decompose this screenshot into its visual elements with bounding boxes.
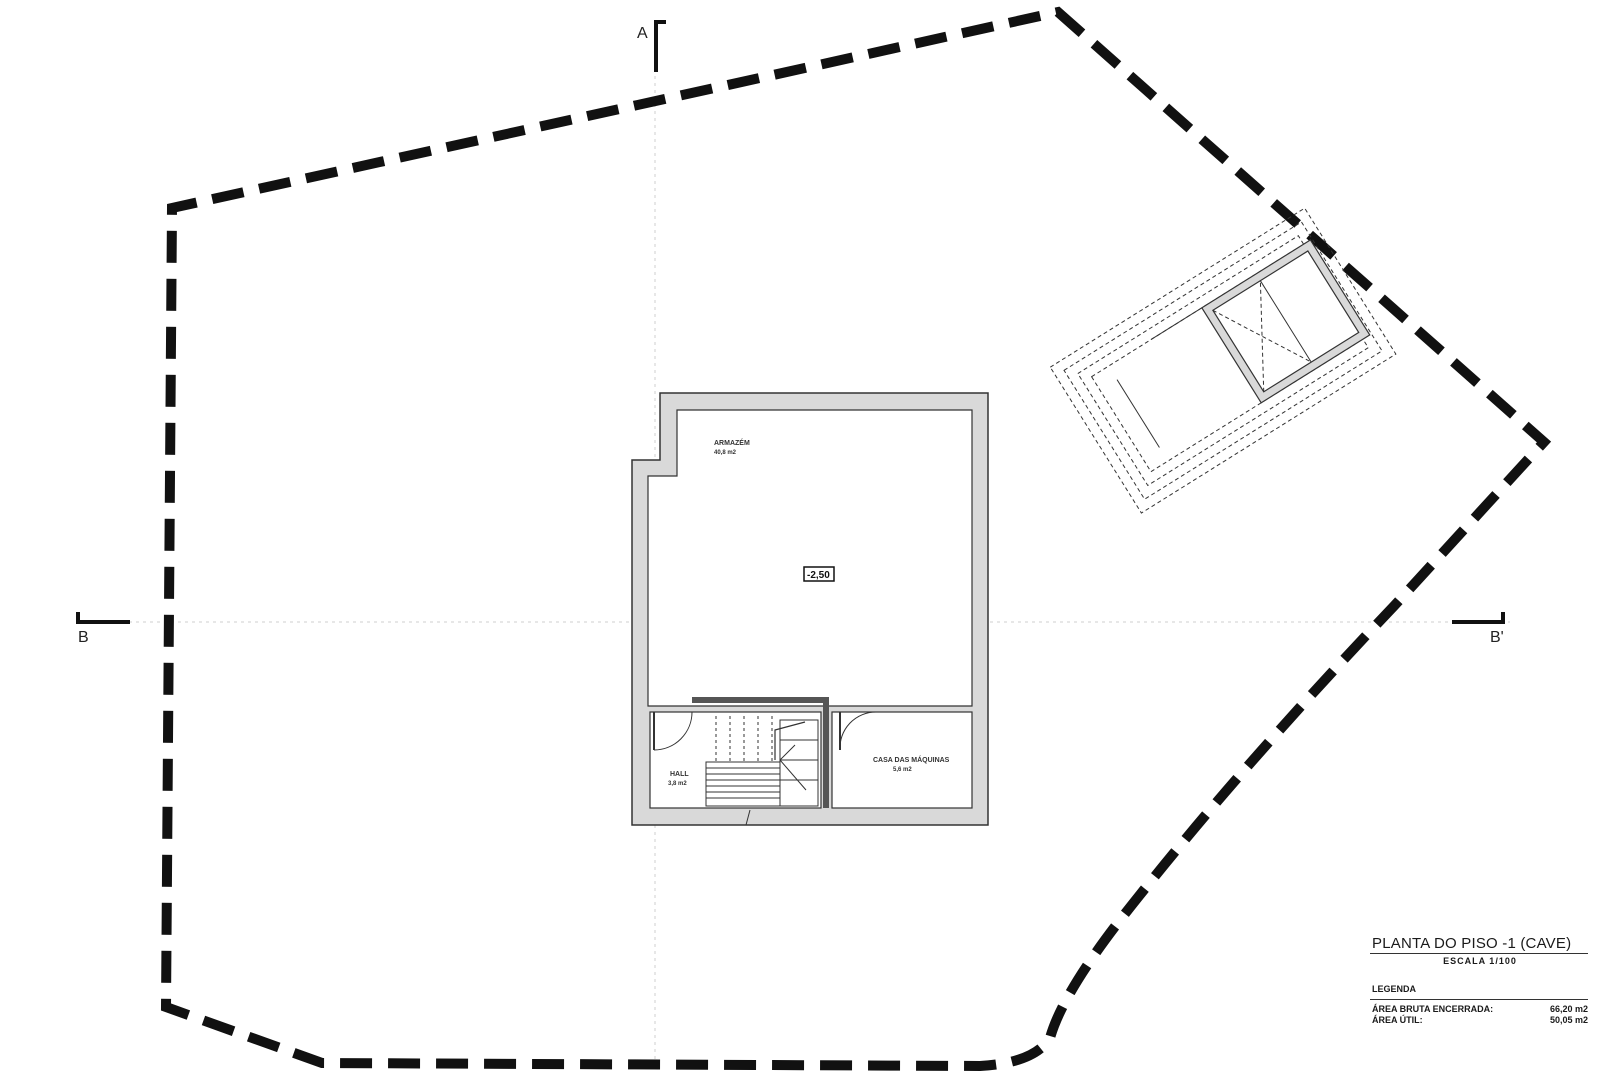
section-label-b-left: B [78,629,89,646]
legend-rule [1370,999,1588,1000]
machine-room-interior [831,711,973,809]
room-name-hall: HALL [670,771,689,778]
legend-row: ÁREA ÚTIL: 50,05 m2 [1370,1015,1590,1025]
legend-row: ÁREA BRUTA ENCERRADA: 66,20 m2 [1370,1004,1590,1014]
title-block: PLANTA DO PISO -1 (CAVE) ESCALA 1/100 LE… [1370,935,1590,1025]
title-rule [1370,953,1588,954]
room-name-casa-maquinas: CASA DAS MÁQUINAS [873,755,950,764]
legend-row-value: 66,20 m2 [1549,1004,1588,1014]
room-area-hall: 3,8 m2 [668,781,687,787]
pool-structure [1049,207,1397,514]
building-walls [631,392,989,826]
legend-row-label: ÁREA ÚTIL: [1372,1015,1423,1025]
section-label-a: A [637,25,648,42]
legend-row-value: 50,05 m2 [1549,1015,1588,1025]
section-mark-a: A [637,20,666,72]
level-marker: -2,50 [803,566,835,582]
legend-row-label: ÁREA BRUTA ENCERRADA: [1372,1004,1494,1014]
section-mark-b-right: B' [1452,612,1505,646]
stair-core-wall [692,697,829,808]
room-area-armazem: 40,8 m2 [714,450,737,456]
drawing-title: PLANTA DO PISO -1 (CAVE) [1372,935,1572,952]
room-labels: ARMAZÉM 40,8 m2 HALL 3,8 m2 CASA DAS MÁQ… [668,438,950,787]
plot-boundary [160,6,1552,1072]
section-mark-b-left: B [76,612,130,646]
doors [653,711,877,751]
armazem-interior [647,409,973,707]
level-marker-text: -2,50 [807,570,830,581]
room-name-armazem: ARMAZÉM [714,438,750,447]
staircase [705,716,819,826]
legend-heading: LEGENDA [1372,984,1417,994]
drawing-scale: ESCALA 1/100 [1443,956,1517,966]
room-area-casa-maquinas: 5,6 m2 [893,767,912,773]
section-label-b-right: B' [1490,629,1504,646]
